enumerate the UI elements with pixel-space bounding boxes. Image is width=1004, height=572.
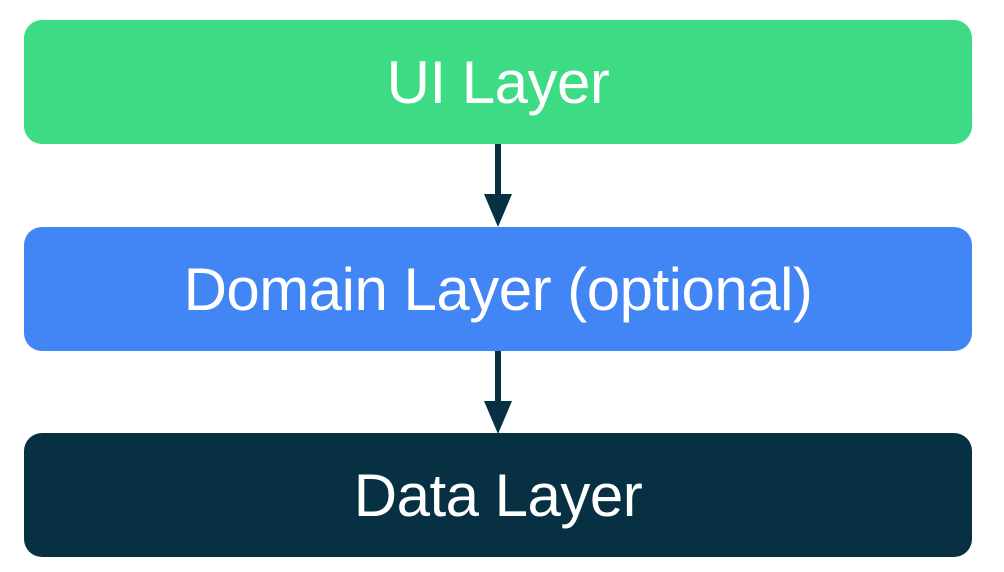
data-layer-label: Data Layer (353, 461, 643, 529)
arrow-ui-to-domain (484, 144, 512, 227)
data-layer-box: Data Layer (24, 433, 972, 557)
arrow-domain-to-data (484, 351, 512, 434)
domain-layer-label: Domain Layer (optional) (183, 255, 813, 323)
ui-layer-box: UI Layer (24, 20, 972, 144)
ui-layer-label: UI Layer (386, 48, 610, 116)
domain-layer-box: Domain Layer (optional) (24, 227, 972, 351)
